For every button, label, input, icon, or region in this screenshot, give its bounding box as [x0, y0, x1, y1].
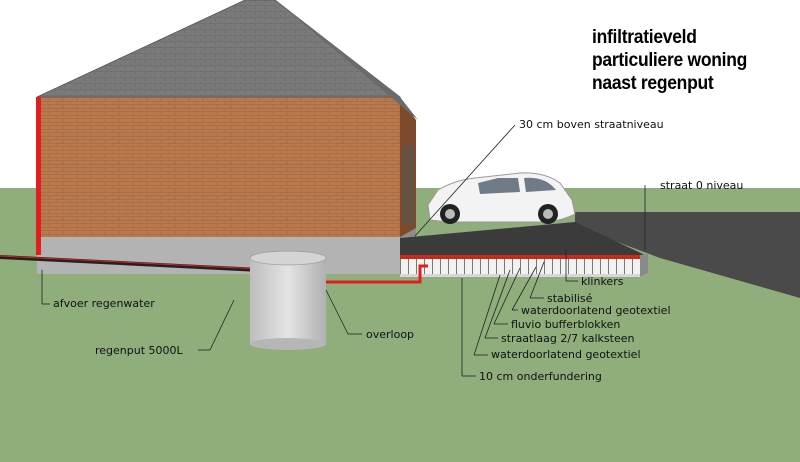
label-afvoer-regenwater: afvoer regenwater: [53, 297, 155, 310]
label-geotextiel-bottom: waterdoorlatend geotextiel: [491, 348, 641, 361]
driveway-klinkers: [400, 222, 645, 255]
car: [427, 172, 576, 224]
diagram-title: infiltratieveld particuliere woning naas…: [592, 26, 747, 95]
label-regenput: regenput 5000L: [95, 344, 183, 357]
label-klinkers: klinkers: [581, 275, 624, 288]
title-line-3: naast regenput: [592, 73, 714, 94]
regenput-tank-bottom: [250, 338, 326, 350]
afvoer-pipe-highlight: [0, 255, 261, 270]
regenput-tank: [250, 258, 326, 344]
downpipe: [36, 97, 41, 255]
leader-lines: [41, 124, 646, 377]
driveway-side: [640, 254, 648, 277]
label-stabilise: stabilisé: [547, 292, 593, 305]
label-straat-niveau: straat 0 niveau: [660, 179, 744, 192]
regenput-tank-top: [249, 250, 327, 266]
label-bufferblokken: fluvio bufferblokken: [511, 318, 621, 331]
driveway-stabilise: [400, 255, 645, 259]
driveway-onderfundering: [400, 274, 640, 277]
roof-side: [275, 0, 418, 120]
road: [575, 212, 800, 298]
label-straatlaag: straatlaag 2/7 kalksteen: [501, 332, 635, 345]
title-line-2: particuliere woning: [592, 50, 748, 71]
label-overloop: overloop: [366, 328, 415, 341]
house-side-window: [402, 145, 414, 225]
title-line-1: infiltratieveld: [592, 27, 697, 48]
label-onderfundering: 10 cm onderfundering: [479, 370, 602, 383]
driveway-bufferblokken: [400, 259, 640, 274]
roof: [36, 0, 402, 98]
afvoer-pipe: [0, 255, 261, 272]
overloop-pipe: [326, 264, 428, 284]
label-geotextiel-top: waterdoorlatend geotextiel: [521, 304, 671, 317]
label-boven-straatniveau: 30 cm boven straatniveau: [519, 118, 664, 131]
house-front-wall: [37, 97, 400, 237]
